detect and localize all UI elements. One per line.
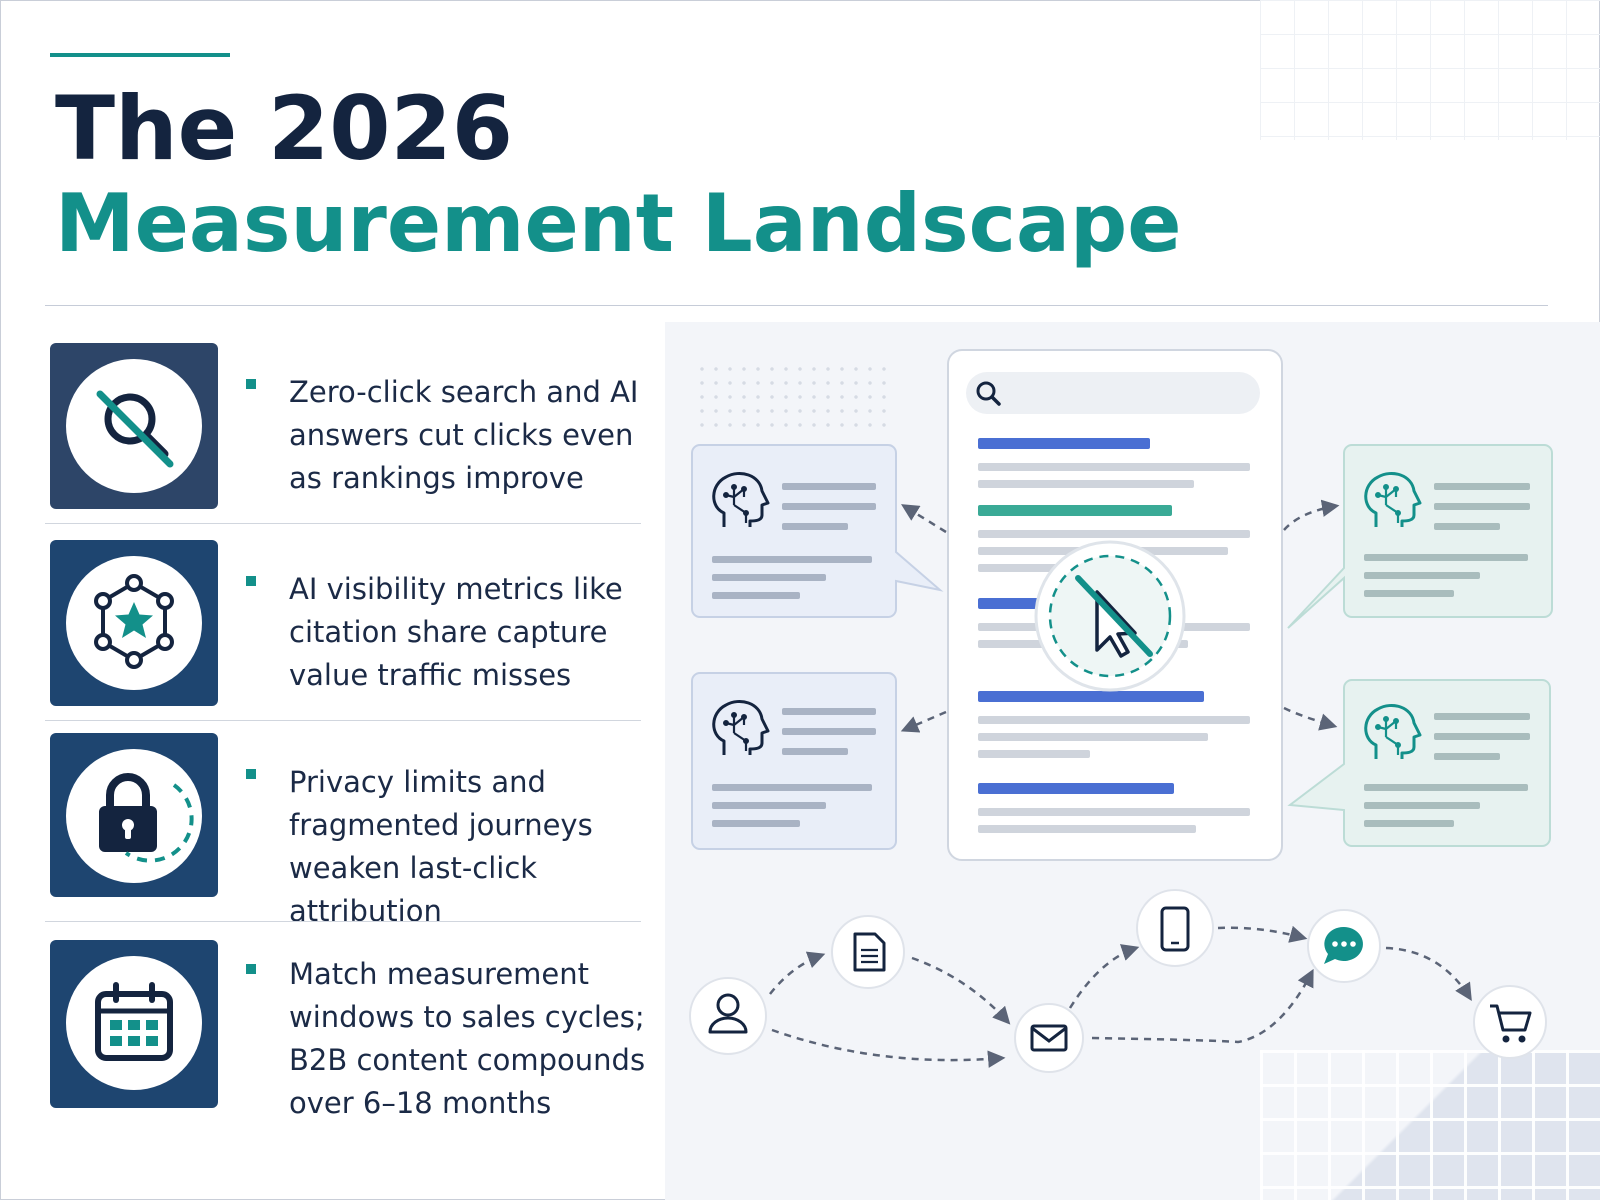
search-crossed-icon	[66, 359, 202, 493]
search-icon	[976, 381, 1001, 406]
bullet	[246, 379, 256, 389]
title-line-1: The 2026	[55, 77, 513, 180]
journey-arrow	[911, 956, 1011, 1025]
calendar-icon	[66, 956, 202, 1090]
bullet	[246, 769, 256, 779]
result-block[interactable]	[978, 783, 1250, 833]
connector-arrow	[901, 504, 947, 534]
icon-tile	[50, 733, 218, 897]
star-network-icon	[66, 556, 202, 690]
result-block[interactable]	[978, 691, 1250, 758]
accent-rule	[50, 53, 230, 57]
connector-arrow	[1283, 706, 1338, 731]
header-divider	[45, 305, 1548, 306]
ai-answer-card	[1287, 444, 1553, 629]
journey-arrow	[771, 1028, 1006, 1068]
title-line-2: Measurement Landscape	[55, 176, 1182, 270]
cart-icon	[1473, 985, 1547, 1059]
email-icon	[1014, 1003, 1084, 1073]
ai-answer-card	[691, 672, 897, 850]
connector-arrow	[900, 710, 947, 733]
bullet	[246, 964, 256, 974]
document-icon	[831, 915, 905, 989]
journey-arrow	[1068, 944, 1140, 1009]
padlock-icon	[66, 749, 202, 883]
dot-grid-decoration	[695, 362, 895, 432]
crossed-cursor-icon	[1034, 540, 1186, 692]
item-text: AI visibility metrics like citation shar…	[289, 572, 623, 692]
ai-answer-card	[691, 444, 944, 618]
corner-grid-decoration	[1260, 0, 1600, 140]
result-block[interactable]	[978, 438, 1250, 488]
bullet	[246, 576, 256, 586]
icon-tile	[50, 940, 218, 1108]
page-title: The 2026 Measurement Landscape	[55, 77, 1182, 270]
item-text: Match measurement windows to sales cycle…	[289, 957, 646, 1120]
journey-arrow	[1091, 968, 1314, 1044]
icon-tile	[50, 343, 218, 509]
journey-arrow	[1385, 946, 1472, 1001]
item-separator	[45, 523, 641, 524]
connector-arrow	[1283, 499, 1340, 531]
item-text: Zero-click search and AI answers cut cli…	[289, 375, 639, 495]
item-separator	[45, 921, 641, 922]
user-icon	[689, 977, 767, 1055]
block-grid-decoration	[1260, 1050, 1600, 1200]
journey-arrow	[1217, 925, 1308, 943]
item-text: Privacy limits and fragmented journeys w…	[289, 765, 593, 928]
chat-icon	[1307, 909, 1381, 983]
mobile-icon	[1136, 889, 1214, 967]
icon-tile	[50, 540, 218, 706]
ai-answer-card	[1287, 679, 1551, 847]
item-separator	[45, 720, 641, 721]
journey-arrow	[769, 951, 826, 995]
search-bar	[966, 372, 1260, 414]
